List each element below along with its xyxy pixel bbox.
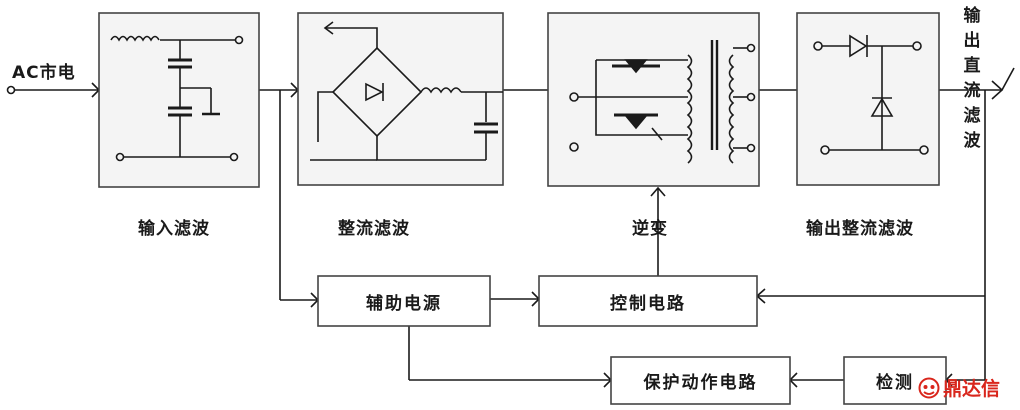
input-terminal-icon (229, 152, 239, 162)
inverter-terminal-icon (746, 92, 756, 102)
rectifier-filter-label: 整流滤波 (338, 219, 410, 239)
filter-inductor-icon (420, 87, 462, 94)
inverter-box (547, 12, 760, 187)
inverter-terminal-icon (746, 43, 756, 53)
inverter-terminal-icon (569, 142, 579, 152)
output-rectifier-box (796, 12, 940, 186)
output-terminal-icon (919, 145, 929, 155)
input-filter-box (98, 12, 260, 188)
protection-circuit-label: 保护动作电路 (643, 373, 758, 393)
logo-text: 鼎达信 (943, 378, 1001, 400)
output-rectifier-block (796, 12, 940, 186)
input-filter-block (98, 12, 260, 188)
logo-icon (918, 377, 940, 398)
rectifier-filter-block (297, 12, 504, 186)
output-rect-filter-label: 输出整流滤波 (806, 219, 914, 239)
inverter-block (547, 12, 760, 187)
output-dc-label: 输出直流滤波 (963, 6, 981, 151)
main-power-path (6, 67, 1015, 100)
inverter-terminal-icon (746, 143, 756, 153)
transformer-primary-icon (686, 54, 693, 164)
detection-label: 检测 (876, 373, 914, 393)
transformer-secondary-icon (728, 54, 735, 164)
diode-icon (849, 34, 868, 58)
dc-output-slash (1001, 67, 1015, 91)
input-terminal-icon (234, 35, 244, 45)
aux-power-box (317, 275, 491, 327)
return-arrow-icon (323, 21, 334, 35)
output-terminal-icon (912, 41, 922, 51)
inverter-label: 逆变 (632, 219, 668, 239)
aux-power-label: 辅助电源 (366, 293, 442, 314)
diode-icon (365, 82, 384, 102)
protection-circuit-box (610, 356, 791, 405)
input-terminal-icon (115, 152, 125, 162)
freewheel-diode-icon (870, 97, 894, 117)
control-circuit-label: 控制电路 (610, 293, 686, 314)
ac-input-terminal (6, 85, 16, 95)
input-filter-label: 输入滤波 (138, 219, 210, 239)
rectifier-filter-box (297, 12, 504, 186)
control-wiring (279, 90, 986, 388)
control-to-inverter-arrow (650, 186, 666, 197)
watermark-logo: 鼎达信 (918, 374, 1000, 401)
input-inductor-icon (110, 35, 160, 42)
ac-input-label: AC市电 (12, 63, 76, 83)
control-circuit-box (538, 275, 758, 327)
